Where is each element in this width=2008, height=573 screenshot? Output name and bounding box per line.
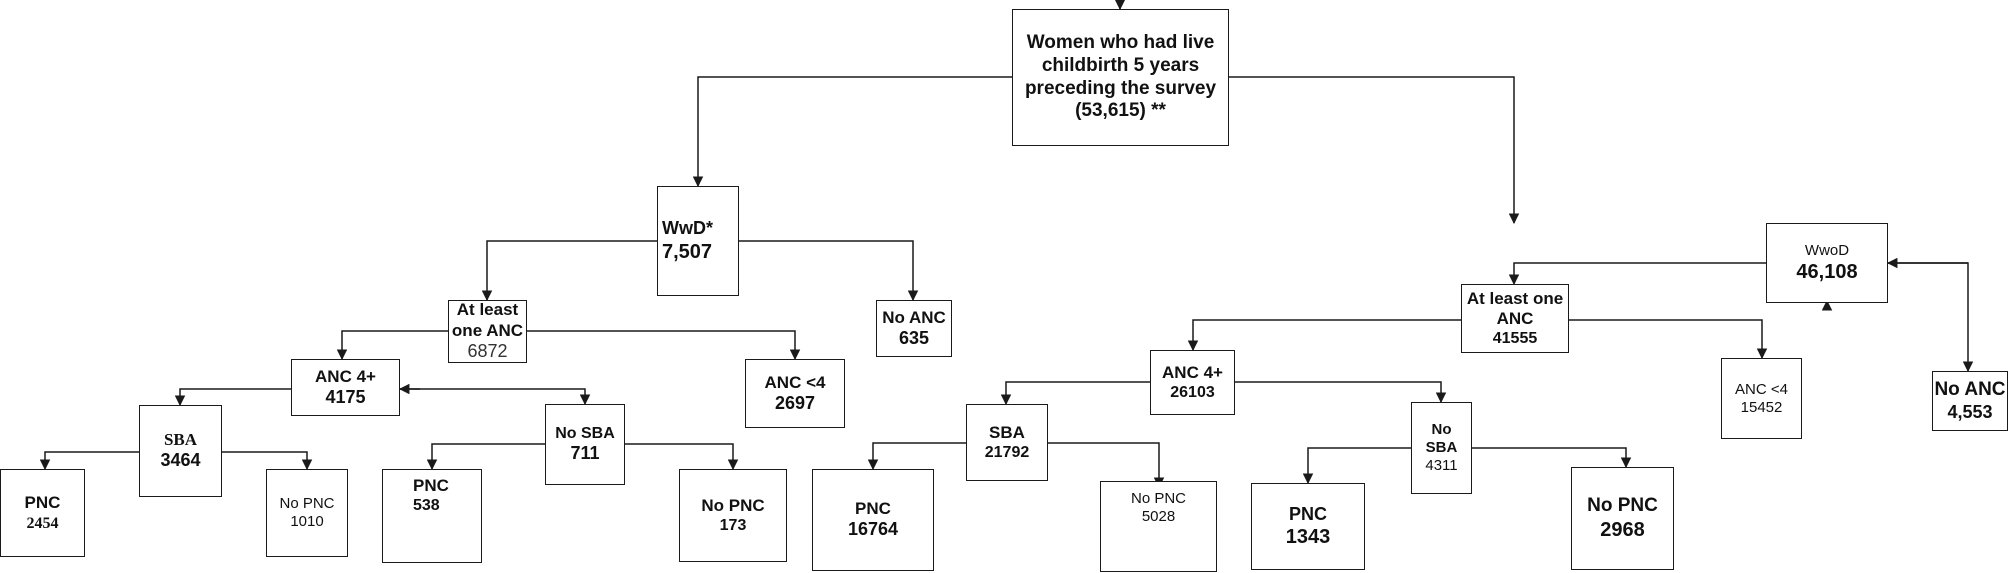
edge-anc4p-nosba2 (1235, 381, 1447, 404)
wwod-nosba-nopnc-label: No PNC (1587, 495, 1658, 517)
wwod-sba-value: 21792 (984, 444, 1030, 462)
wwod-noanc-value: 4,553 (1947, 401, 1993, 422)
wwd-anc-label: At least one ANC (451, 300, 524, 340)
wwod-anc4m-value: 15452 (1740, 398, 1783, 416)
wwd-nosba-value: 711 (570, 443, 600, 464)
edge-wwdanc-anc4p (336, 330, 448, 361)
wwod-nosba-nopnc-value: 2968 (1600, 518, 1645, 541)
wwd-sba-nopnc-value: 1010 (290, 513, 324, 530)
wwod-nosba-pnc-node: PNC 1343 (1251, 483, 1365, 570)
wwd-value: 7,507 (662, 240, 713, 263)
wwd-sba-node: SBA 3464 (139, 405, 222, 497)
wwod-sba-pnc-label: PNC (855, 499, 891, 518)
wwod-sba-node: SBA 21792 (966, 404, 1048, 481)
wwod-anc4p-node: ANC 4+ 26103 (1150, 350, 1235, 415)
wwd-sba-label: SBA (163, 430, 198, 449)
edge-sba2-nopnc (1048, 442, 1165, 489)
edge-nosba2-nopnc (1471, 447, 1632, 469)
wwd-sba-nopnc-label: No PNC (279, 495, 335, 512)
wwd-noanc-node: No ANC 635 (876, 300, 952, 357)
root-value: (53,615) ** (1075, 100, 1166, 122)
wwod-nosba-value: 4311 (1425, 457, 1458, 474)
wwod-anc-label: At least one ANC (1466, 288, 1564, 328)
wwd-nosba-pnc-label: PNC (413, 476, 449, 495)
wwd-nosba-nopnc-value: 173 (719, 517, 747, 535)
wwod-sba-label: SBA (989, 422, 1025, 442)
wwd-anc4p-value: 4175 (325, 386, 366, 407)
wwd-nosba-nopnc-label: No PNC (701, 495, 765, 515)
wwd-anc-node: At least one ANC 6872 (448, 300, 527, 363)
wwd-nosba-pnc-node: PNC 538 (382, 469, 482, 563)
wwod-anc4p-value: 26103 (1170, 384, 1215, 402)
edge-wwdanc-anc4m (526, 330, 801, 361)
wwd-anc-value: 6872 (467, 341, 508, 362)
root-node: Women who had live childbirth 5 years pr… (1012, 9, 1229, 146)
wwd-nosba-node: No SBA 711 (545, 404, 625, 485)
edge-anc4p-sba2 (1000, 381, 1150, 406)
wwd-sba-nopnc-node: No PNC 1010 (266, 469, 348, 557)
wwd-anc4m-label: ANC <4 (764, 372, 826, 392)
wwod-nosba-label: No SBA (1425, 421, 1458, 456)
wwd-anc4m-node: ANC <4 2697 (745, 359, 845, 428)
wwod-sba-nopnc-value: 5028 (1141, 508, 1176, 525)
wwod-nosba-nopnc-node: No PNC 2968 (1571, 467, 1674, 570)
edge-nosba-nopnc (625, 443, 739, 471)
wwod-anc4m-node: ANC <4 15452 (1721, 358, 1802, 439)
root-label: Women who had live childbirth 5 years pr… (1024, 31, 1217, 99)
edge-sba-pnc (39, 451, 139, 471)
edge-root-wwd (692, 76, 1012, 188)
wwod-node: WwoD 46,108 (1766, 223, 1888, 303)
edge-wwod-noanc (1888, 262, 1974, 373)
edge-wwod-anc (1508, 262, 1766, 286)
wwod-nosba-node: No SBA 4311 (1411, 402, 1472, 494)
edge-nosba-pnc (426, 443, 545, 471)
wwd-anc4p-label: ANC 4+ (315, 366, 376, 386)
wwod-sba-pnc-node: PNC 16764 (812, 469, 934, 571)
wwd-node: WwD* 7,507 (657, 186, 739, 296)
wwd-nosba-label: No SBA (555, 425, 615, 443)
wwod-nosba-pnc-value: 1343 (1285, 526, 1331, 549)
wwd-sba-pnc-value: 2454 (26, 514, 59, 532)
wwod-anc4m-label: ANC <4 (1735, 380, 1788, 398)
edge-wwd-anc (481, 240, 657, 302)
wwod-anc-node: At least one ANC 41555 (1461, 284, 1569, 353)
edge-sba2-pnc (867, 442, 966, 471)
edge-root-wwod (1229, 76, 1520, 225)
wwod-value: 46,108 (1796, 261, 1858, 283)
wwod-sba-nopnc-label: No PNC (1130, 490, 1186, 507)
edge-anc4p-sba (174, 388, 291, 407)
wwd-noanc-label: No ANC (882, 307, 946, 327)
wwd-label: WwD* (662, 218, 713, 239)
wwod-noanc-node: No ANC 4,553 (1932, 371, 2008, 431)
wwd-sba-value: 3464 (160, 450, 201, 471)
edge-anc4p-nosba (400, 388, 591, 406)
wwod-sba-nopnc-node: No PNC 5028 (1100, 481, 1217, 572)
wwod-noanc-label: No ANC (1934, 378, 2006, 400)
wwod-label: WwoD (1804, 242, 1850, 259)
wwd-nosba-pnc-value: 538 (413, 497, 440, 515)
wwd-sba-pnc-label: PNC (24, 493, 61, 513)
edge-sba-nopnc (222, 451, 313, 471)
edge-wwodanc-anc4m (1568, 319, 1768, 360)
wwd-anc4m-value: 2697 (774, 392, 816, 413)
edge-wwd-noanc (739, 240, 919, 302)
wwod-anc4p-label: ANC 4+ (1162, 362, 1223, 382)
wwd-sba-pnc-node: PNC 2454 (0, 469, 85, 557)
edge-wwodanc-anc4p (1187, 319, 1461, 352)
wwd-noanc-value: 635 (898, 327, 930, 348)
wwod-anc-value: 41555 (1492, 330, 1538, 348)
wwod-nosba-pnc-label: PNC (1288, 503, 1327, 524)
wwd-anc4p-node: ANC 4+ 4175 (291, 359, 400, 416)
wwod-sba-pnc-value: 16764 (847, 519, 899, 540)
edge-nosba2-pnc (1302, 447, 1411, 485)
wwd-nosba-nopnc-node: No PNC 173 (679, 469, 787, 562)
